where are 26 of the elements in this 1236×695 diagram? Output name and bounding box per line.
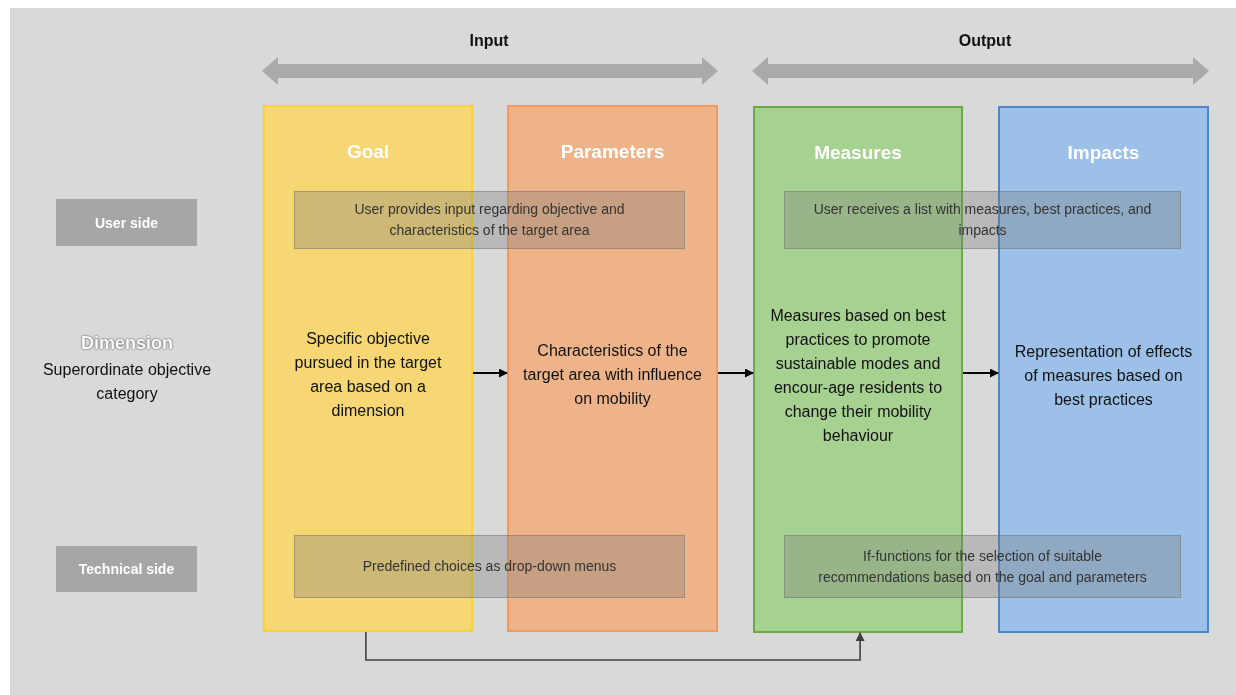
column-heading: Measures — [813, 142, 903, 164]
box-text: Technical side — [78, 561, 175, 577]
column-description: Measures based on best practices to promote sustainable modes and encour-age residents to change their mobility behaviour — [769, 306, 947, 446]
arrow — [365, 631, 865, 661]
column-heading: Goal — [345, 141, 391, 163]
section-heading: Output — [957, 32, 1013, 50]
column-description: Representation of effects of measures based on best practices — [1014, 342, 1193, 410]
box-text: Predefined choices as drop-down menus — [362, 557, 617, 576]
overlay-box — [294, 191, 685, 249]
arrow — [962, 368, 999, 378]
row-heading: Dimension — [80, 333, 174, 354]
row-description: Superordinate objective category — [41, 360, 213, 404]
overlay-box — [784, 535, 1181, 598]
section-heading: Input — [468, 32, 510, 50]
arrow — [717, 368, 754, 378]
column-description: Specific objective pursued in the target area based on a dimension — [293, 329, 443, 421]
row-label-box — [56, 546, 197, 592]
overlay-box — [784, 191, 1181, 249]
row-label-box — [56, 199, 197, 246]
column-description: Characteristics of the target area with influence on mobility — [523, 341, 702, 409]
column-heading: Impacts — [1066, 142, 1141, 164]
overlay-box — [294, 535, 685, 598]
arrow — [472, 368, 508, 378]
box-text: User provides input regarding objective and characteristics of the target area — [353, 200, 626, 240]
column-heading: Parameters — [559, 141, 666, 163]
box-text: User side — [94, 214, 158, 231]
